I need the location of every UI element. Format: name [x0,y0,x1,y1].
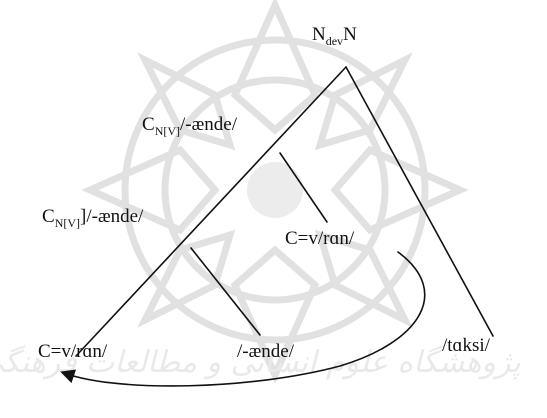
c-lower-node-label: CN[V]]/-ænde/ [42,206,144,230]
edge-root-to-left [75,66,347,357]
root-node-label: NdevN [312,24,357,48]
edge-clower-to-suffix [190,247,261,336]
c-upper-node-label: CN[V]/-ænde/ [142,114,238,138]
edge-root-to-noun [345,66,494,337]
movement-arrow [60,251,426,387]
tree-edges [60,66,494,387]
watermark-seal: پژوهشگاه علوم انسانی و مطالعات فرهنگی [0,0,521,384]
edge-cupper-to-verb-mid [279,152,328,223]
noun-label: /tɑksi/ [442,335,491,356]
verb-mid-label: C=v/rɑn/ [285,228,355,249]
verb-low-label: C=v/rɑn/ [38,341,108,362]
suffix-label: /-ænde/ [237,341,295,362]
watermark-caption: پژوهشگاه علوم انسانی و مطالعات فرهنگی [0,345,521,380]
